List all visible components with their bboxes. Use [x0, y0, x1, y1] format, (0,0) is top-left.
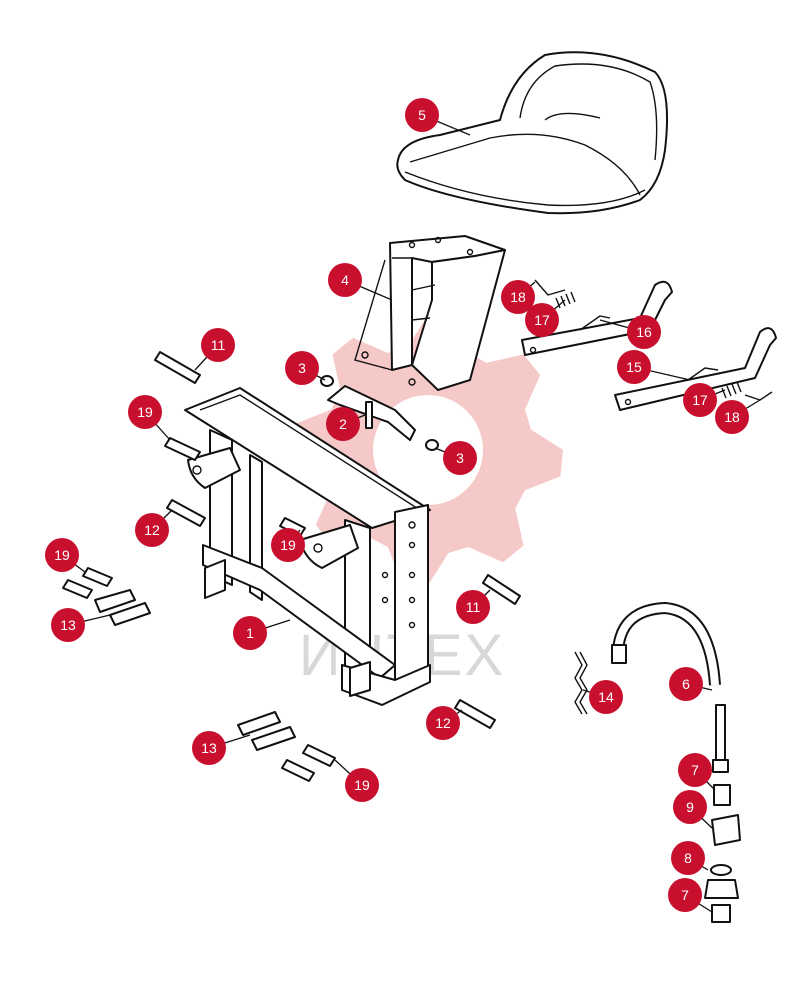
callout-label: 8: [684, 850, 692, 866]
callout-label: 9: [686, 799, 694, 815]
slide-rail-upper: [521, 280, 673, 356]
link-plates: [94, 589, 296, 751]
callout-label: 19: [280, 537, 296, 553]
fittings: [704, 784, 741, 923]
callout-label: 19: [137, 404, 153, 420]
callout-8: 8: [671, 841, 705, 875]
callout-label: 19: [354, 777, 370, 793]
callout-label: 7: [681, 887, 689, 903]
callout-14: 14: [589, 680, 623, 714]
callout-label: 13: [201, 740, 217, 756]
callout-11: 11: [201, 328, 235, 362]
callout-19: 19: [45, 538, 79, 572]
callout-label: 3: [456, 450, 464, 466]
hose: [611, 601, 729, 773]
callout-16: 16: [627, 315, 661, 349]
springs-and-pins: [534, 279, 773, 401]
callout-4: 4: [328, 263, 362, 297]
callout-12: 12: [426, 706, 460, 740]
callout-12: 12: [135, 513, 169, 547]
callout-18: 18: [715, 400, 749, 434]
chain: [574, 651, 588, 715]
callout-11: 11: [456, 590, 490, 624]
bushings: [320, 375, 439, 451]
slide-rail-lower: [614, 327, 777, 411]
callout-label: 17: [692, 392, 708, 408]
callout-13: 13: [192, 731, 226, 765]
callout-5: 5: [405, 98, 439, 132]
callout-label: 12: [144, 522, 160, 538]
callout-label: 16: [636, 324, 652, 340]
callout-19: 19: [271, 528, 305, 562]
callout-19: 19: [128, 395, 162, 429]
callout-7: 7: [678, 753, 712, 787]
callout-label: 12: [435, 715, 451, 731]
callout-label: 13: [60, 617, 76, 633]
callout-15: 15: [617, 350, 651, 384]
seat-bracket: [354, 235, 506, 391]
callout-label: 11: [211, 337, 226, 353]
callout-17: 17: [525, 303, 559, 337]
callout-label: 19: [54, 547, 70, 563]
callout-1: 1: [233, 616, 267, 650]
callout-17: 17: [683, 383, 717, 417]
callout-label: 2: [339, 416, 347, 432]
callout-label: 18: [510, 289, 526, 305]
callout-label: 4: [341, 272, 349, 288]
callout-label: 6: [682, 676, 690, 692]
callout-6: 6: [669, 667, 703, 701]
callout-label: 1: [246, 625, 254, 641]
callout-19: 19: [345, 768, 379, 802]
callout-7: 7: [668, 878, 702, 912]
main-frame: [184, 387, 431, 706]
callout-label: 17: [534, 312, 550, 328]
callout-label: 15: [626, 359, 642, 375]
callout-label: 11: [466, 599, 481, 615]
callout-3: 3: [285, 351, 319, 385]
seat: [396, 51, 669, 215]
callout-13: 13: [51, 608, 85, 642]
callout-label: 14: [598, 689, 614, 705]
callout-18: 18: [501, 280, 535, 314]
callout-2: 2: [326, 407, 360, 441]
callout-label: 7: [691, 762, 699, 778]
callout-label: 5: [418, 107, 426, 123]
callout-label: 18: [724, 409, 740, 425]
callout-label: 3: [298, 360, 306, 376]
callouts: 5 4 18 17 16 15 17 18 11 3 2 3 19 12 19 …: [45, 98, 749, 912]
callout-9: 9: [673, 790, 707, 824]
callout-3: 3: [443, 441, 477, 475]
